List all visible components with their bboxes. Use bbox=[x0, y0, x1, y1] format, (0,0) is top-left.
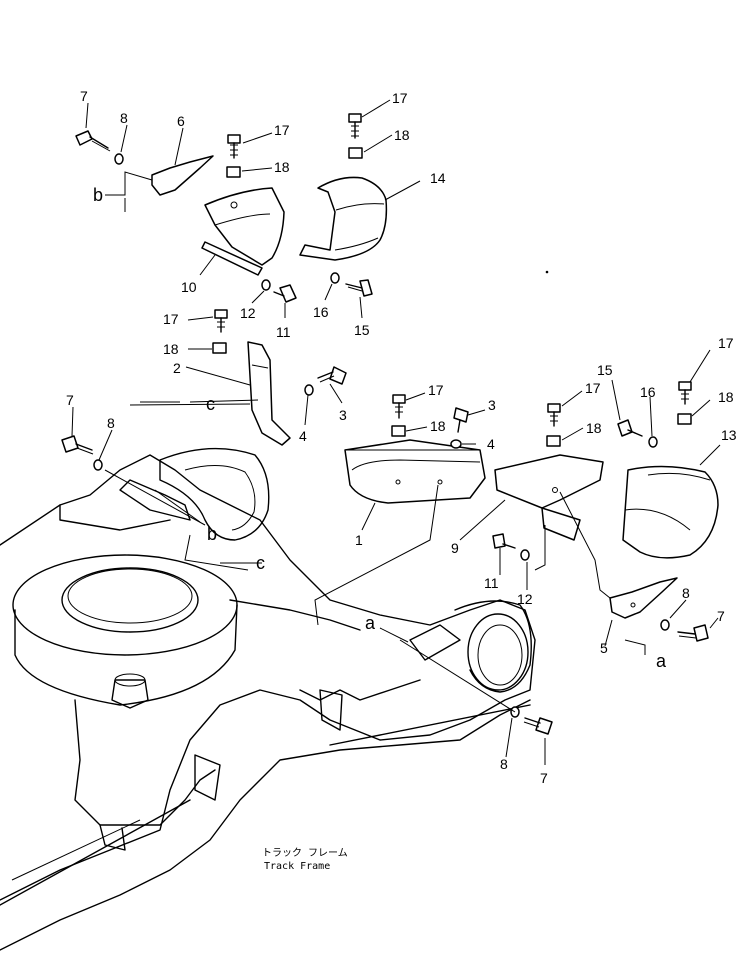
callout: 8 bbox=[500, 756, 508, 772]
cover-1 bbox=[344, 439, 486, 504]
callout: 13 bbox=[721, 427, 737, 443]
cover-13 bbox=[622, 465, 719, 559]
bolt-7-c bbox=[677, 624, 709, 642]
washer-8-a bbox=[114, 153, 124, 165]
callout: 7 bbox=[66, 392, 74, 408]
callout: 16 bbox=[640, 384, 656, 400]
callout: 2 bbox=[173, 360, 181, 376]
callout-labels: 7 8 6 17 18 b 10 12 11 17 18 14 16 15 17… bbox=[66, 88, 737, 786]
speck bbox=[545, 270, 549, 274]
bolt-3-a bbox=[317, 366, 347, 385]
washer-4-b bbox=[450, 439, 462, 449]
washer-12-a bbox=[261, 279, 271, 291]
ref-letter: a bbox=[365, 613, 376, 633]
callout: 5 bbox=[600, 640, 608, 656]
bolt-3-b bbox=[453, 407, 469, 433]
spacer-18-a bbox=[226, 166, 241, 178]
cover-assembly-upper-left bbox=[151, 155, 285, 276]
caption-en: Track Frame bbox=[264, 861, 330, 872]
washer-4-a bbox=[304, 384, 314, 396]
bolt-17-d bbox=[392, 394, 406, 419]
callout: 15 bbox=[597, 362, 613, 378]
callout: 18 bbox=[274, 159, 290, 175]
ref-letter: c bbox=[206, 394, 215, 414]
bolt-7-a bbox=[75, 130, 111, 152]
callout: 3 bbox=[488, 397, 496, 413]
washer-12-b bbox=[520, 549, 530, 561]
bolt-11-b bbox=[492, 533, 516, 549]
callout: 12 bbox=[240, 305, 256, 321]
washer-8-b bbox=[93, 459, 103, 471]
callout: 12 bbox=[517, 591, 533, 607]
ref-letter: a bbox=[656, 651, 667, 671]
bolt-17-a bbox=[227, 134, 241, 159]
callout: 17 bbox=[428, 382, 444, 398]
callout: 18 bbox=[430, 418, 446, 434]
washer-8-c bbox=[660, 619, 670, 631]
spacer-18-e bbox=[546, 435, 561, 447]
callout: 17 bbox=[392, 90, 408, 106]
callout: 18 bbox=[586, 420, 602, 436]
callout: 8 bbox=[120, 110, 128, 126]
cover-14 bbox=[299, 176, 388, 261]
spacer-18-f bbox=[677, 413, 692, 425]
callout: 14 bbox=[430, 170, 446, 186]
bolt-15-a bbox=[345, 279, 373, 297]
cover-9 bbox=[494, 454, 604, 541]
callout: 11 bbox=[276, 324, 291, 340]
bolt-17-e bbox=[547, 403, 561, 427]
caption-jp: トラック フレーム bbox=[262, 847, 348, 859]
bolt-17-c bbox=[214, 309, 228, 333]
spacer-18-d bbox=[391, 425, 406, 437]
callout: 4 bbox=[299, 428, 307, 444]
washer-16-a bbox=[330, 272, 340, 284]
callout: 7 bbox=[717, 608, 725, 624]
spacer-18-c bbox=[212, 342, 227, 354]
ref-letter: c bbox=[256, 553, 265, 573]
callout: 18 bbox=[163, 341, 179, 357]
leader-lines bbox=[71, 99, 721, 765]
bracket-2 bbox=[247, 341, 291, 446]
washer-16-b bbox=[648, 436, 658, 448]
callout: 8 bbox=[682, 585, 690, 601]
callout: 17 bbox=[163, 311, 179, 327]
callout: 9 bbox=[451, 540, 459, 556]
bolt-7-b bbox=[61, 435, 94, 455]
bolt-15-b bbox=[617, 419, 643, 437]
callout: 18 bbox=[718, 389, 734, 405]
callout: 3 bbox=[339, 407, 347, 423]
bolt-11-a bbox=[273, 284, 297, 303]
callout: 17 bbox=[718, 335, 734, 351]
track-frame bbox=[0, 447, 536, 951]
callout: 18 bbox=[394, 127, 410, 143]
bolt-17-f bbox=[678, 381, 692, 405]
spacer-18-b bbox=[348, 147, 363, 159]
callout: 4 bbox=[487, 436, 495, 452]
callout: 7 bbox=[540, 770, 548, 786]
ref-letter: b bbox=[93, 185, 103, 205]
bolt-7-d bbox=[523, 717, 553, 735]
callout: 17 bbox=[585, 380, 601, 396]
callout: 15 bbox=[354, 322, 370, 338]
bolt-17-b bbox=[348, 113, 362, 139]
callout: 16 bbox=[313, 304, 329, 320]
frame-caption: トラック フレーム Track Frame bbox=[262, 847, 348, 872]
callout: 1 bbox=[355, 532, 363, 548]
ref-letter: b bbox=[207, 524, 217, 544]
callout: 17 bbox=[274, 122, 290, 138]
callout: 8 bbox=[107, 415, 115, 431]
callout: 11 bbox=[484, 575, 499, 591]
callout: 7 bbox=[80, 88, 88, 104]
callout: 6 bbox=[177, 113, 185, 129]
callout: 10 bbox=[181, 279, 197, 295]
bracket-5 bbox=[609, 577, 678, 619]
